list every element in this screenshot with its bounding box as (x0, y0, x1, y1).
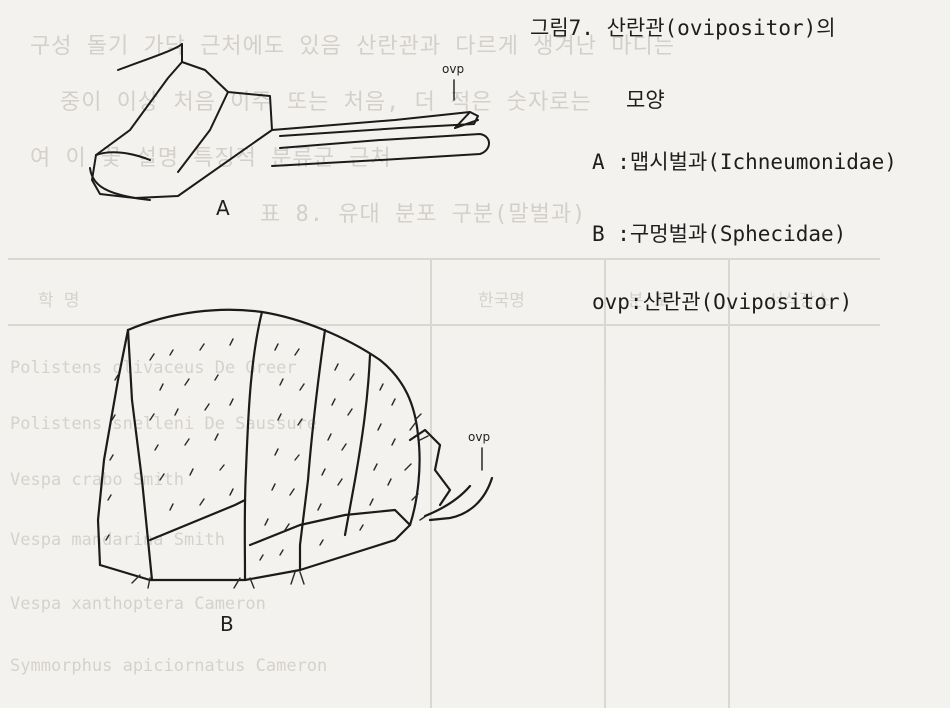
caption-title-line2: 모양 (626, 84, 665, 114)
caption-title: 그림7. 산란관(ovipositor)의 (530, 12, 836, 42)
figure-a-drawing (90, 44, 489, 200)
figure-a-label: A (216, 196, 230, 220)
caption-item-ovp: ovp:산란관(Ovipositor) (592, 286, 852, 316)
figure-b-drawing (98, 310, 492, 580)
ovp-pointer-label-a: ovp (442, 62, 464, 76)
figure-b-stipple (106, 339, 428, 588)
figure-b-label: B (220, 612, 234, 636)
caption-item-b: B :구멍벌과(Sphecidae) (592, 218, 846, 248)
ovp-pointer-label-b: ovp (468, 430, 490, 444)
caption-item-a: A :맵시벌과(Ichneumonidae) (592, 146, 897, 176)
